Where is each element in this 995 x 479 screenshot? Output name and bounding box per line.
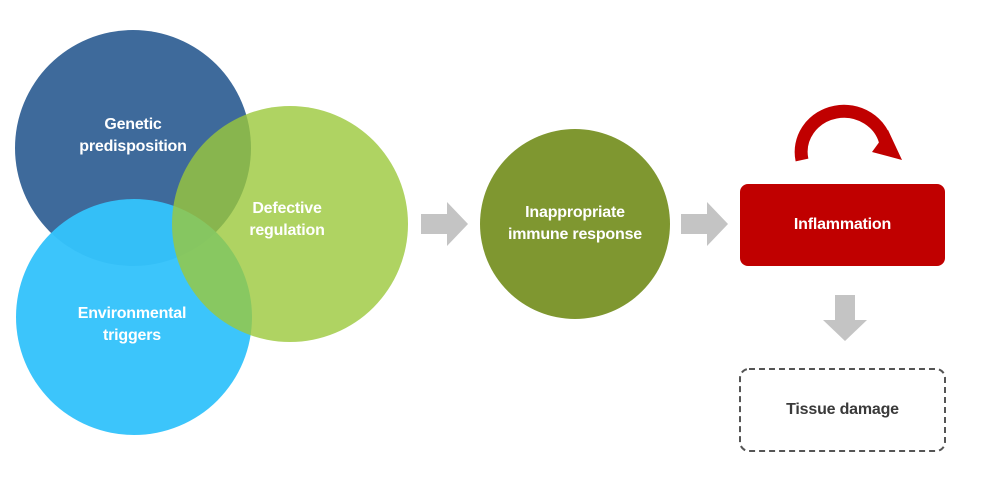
immune-label-line2: immune response [508,226,642,243]
circular-arrow-icon [794,104,902,162]
tissue-damage-label: Tissue damage [740,369,945,451]
environmental-label: Environmental triggers [52,300,212,350]
tissue-damage-label-text: Tissue damage [786,401,899,418]
inflammation-label-text: Inflammation [793,216,892,233]
environmental-label-line1: Environmental [77,305,187,322]
arrow-right-2 [681,202,728,246]
arrow-right-1 [421,202,468,246]
environmental-label-line2: triggers [103,327,161,344]
genetic-label-line2: predisposition [79,138,187,155]
immune-circle [480,129,670,319]
genetic-label-line1: Genetic [104,116,162,133]
tissue-damage-box [739,368,946,452]
inflammation-label: Inflammation [740,184,945,266]
defective-label: Defective regulation [222,195,352,245]
immune-label: Inappropriate immune response [495,199,655,249]
defective-label-line2: regulation [249,222,325,239]
defective-circle [172,106,408,342]
defective-label-line1: Defective [252,200,322,217]
immune-label-line1: Inappropriate [525,204,625,221]
genetic-label: Genetic predisposition [53,111,213,161]
arrow-down [823,295,867,341]
inflammation-box [740,184,945,266]
